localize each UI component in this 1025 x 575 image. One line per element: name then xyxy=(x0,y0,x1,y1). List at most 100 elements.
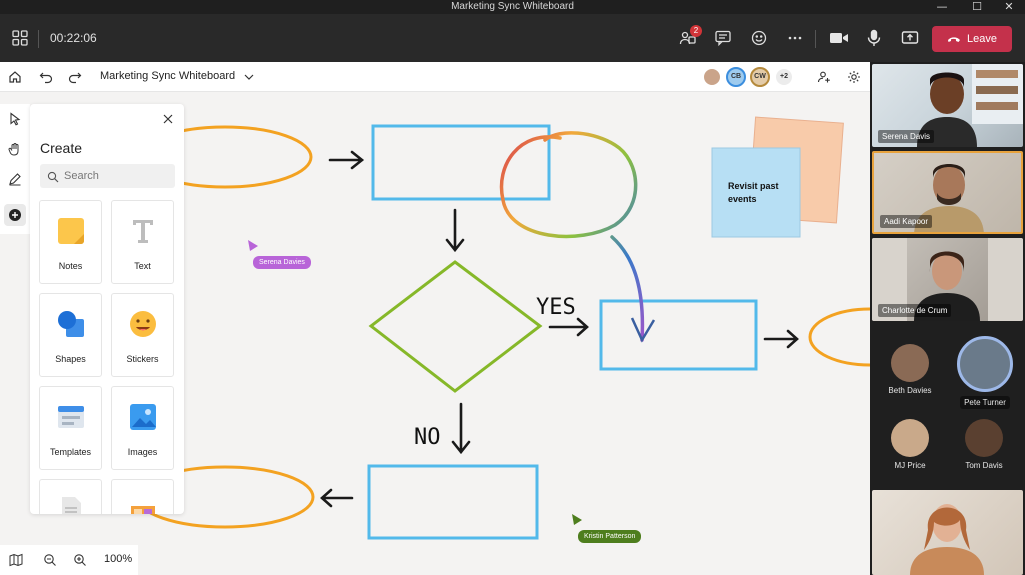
settings-icon[interactable] xyxy=(845,68,863,86)
shapes-icon xyxy=(58,311,84,337)
participants-pane: Serena Davis Aadi Kapoor Charlotte de Cr… xyxy=(870,62,1025,575)
zoom-in-icon[interactable] xyxy=(72,552,88,568)
pen-tool-icon[interactable] xyxy=(6,170,24,188)
no-label: NO xyxy=(414,425,441,450)
tile-notes[interactable]: Notes xyxy=(39,200,102,284)
invite-people-icon[interactable] xyxy=(815,68,833,86)
search-icon xyxy=(47,170,59,188)
participants-icon[interactable] xyxy=(676,26,700,50)
sticky-note-icon xyxy=(58,218,84,244)
share-screen-icon[interactable] xyxy=(898,26,922,50)
arrow xyxy=(451,402,471,455)
pan-tool-icon[interactable] xyxy=(6,140,24,158)
arrow xyxy=(328,150,365,170)
avatar[interactable]: CW xyxy=(750,67,770,87)
tile-stickers[interactable]: Stickers xyxy=(111,293,174,377)
cursor-label: Serena Davies xyxy=(253,256,311,269)
close-icon[interactable] xyxy=(162,112,174,130)
whiteboard-toolbar: Marketing Sync Whiteboard CB CW +2 xyxy=(0,62,870,92)
cursor-icon xyxy=(248,240,258,251)
yes-label: YES xyxy=(536,295,576,320)
avatar[interactable]: CB xyxy=(726,67,746,87)
tile-label: Stickers xyxy=(126,354,159,364)
tile-label: Images xyxy=(127,447,158,457)
camera-icon[interactable] xyxy=(827,26,851,50)
arrow xyxy=(548,317,589,337)
participant-name: MJ Price xyxy=(894,461,926,470)
grid-view-icon[interactable] xyxy=(8,26,32,50)
tile-grid-template[interactable] xyxy=(111,479,174,514)
redo-icon[interactable] xyxy=(66,68,84,86)
leave-button[interactable]: Leave xyxy=(932,26,1012,52)
more-participants-count[interactable]: +2 xyxy=(774,67,794,87)
arrow xyxy=(763,329,799,349)
map-icon[interactable] xyxy=(8,552,24,568)
tile-text[interactable]: Text xyxy=(111,200,174,284)
whiteboard-title[interactable]: Marketing Sync Whiteboard xyxy=(100,70,236,82)
avatar xyxy=(957,336,1013,392)
close-window-button[interactable]: ✕ xyxy=(1004,0,1014,13)
hang-up-icon xyxy=(948,37,960,42)
process-box xyxy=(367,464,539,540)
tool-rail xyxy=(0,104,30,234)
participant-name: Pete Turner xyxy=(960,396,1010,409)
person-video-icon xyxy=(872,238,1023,321)
participant-name: Aadi Kapoor xyxy=(880,215,933,228)
window-title: Marketing Sync Whiteboard xyxy=(451,1,574,12)
home-icon[interactable] xyxy=(6,68,24,86)
leave-label: Leave xyxy=(967,33,997,45)
meeting-toolbar: 00:22:06 2 Leave xyxy=(0,14,1025,62)
tile-label: Shapes xyxy=(55,354,86,364)
cursor-icon xyxy=(572,514,582,525)
tile-document[interactable] xyxy=(39,479,102,514)
cursor-label: Kristin Patterson xyxy=(578,530,642,543)
create-panel: Create Search Notes Text Shapes Stickers… xyxy=(30,104,184,514)
arrow xyxy=(445,208,465,253)
tile-templates[interactable]: Templates xyxy=(39,386,102,470)
participant-avatar[interactable]: Beth Davies xyxy=(880,344,940,395)
arrow xyxy=(320,488,354,508)
maximize-button[interactable]: ☐ xyxy=(972,0,982,13)
more-options-icon[interactable] xyxy=(783,26,807,50)
undo-icon[interactable] xyxy=(37,68,55,86)
zoom-bar: 100% xyxy=(0,545,138,575)
image-icon xyxy=(130,404,156,430)
sticky-note-text[interactable]: Revisit past events xyxy=(728,181,779,204)
avatar xyxy=(891,419,929,457)
zoom-out-icon[interactable] xyxy=(42,552,58,568)
video-tile[interactable]: Serena Davis xyxy=(872,64,1023,147)
chevron-down-icon[interactable] xyxy=(240,68,258,86)
rainbow-connector xyxy=(499,131,645,342)
select-tool-icon[interactable] xyxy=(6,110,24,128)
search-input[interactable]: Search xyxy=(40,164,175,188)
participant-avatar[interactable]: Tom Davis xyxy=(954,419,1014,470)
video-tile-active-speaker[interactable]: Aadi Kapoor xyxy=(872,151,1023,234)
person-video-icon xyxy=(917,64,1023,147)
participant-name: Charlotte de Crum xyxy=(878,304,952,317)
ellipse-shape xyxy=(808,307,870,367)
sticky-note xyxy=(711,147,801,238)
templates-icon xyxy=(58,406,84,428)
video-tile[interactable] xyxy=(872,490,1023,575)
text-icon xyxy=(133,220,153,243)
canvas-drawing xyxy=(135,116,870,540)
video-tile[interactable]: Charlotte de Crum xyxy=(872,238,1023,321)
participant-avatar[interactable]: MJ Price xyxy=(880,419,940,470)
minimize-button[interactable]: — xyxy=(936,0,948,13)
chat-icon[interactable] xyxy=(711,26,735,50)
person-video-icon xyxy=(910,504,984,575)
microphone-icon[interactable] xyxy=(862,26,886,50)
rainbow-arrowhead xyxy=(630,317,656,343)
divider xyxy=(38,30,39,48)
add-tool-icon[interactable] xyxy=(4,204,26,226)
zoom-level[interactable]: 100% xyxy=(104,553,133,565)
panel-heading: Create xyxy=(40,140,83,156)
avatar[interactable] xyxy=(702,67,722,87)
participant-name: Serena Davis xyxy=(878,130,935,143)
reactions-icon[interactable] xyxy=(747,26,771,50)
participant-avatar-speaking[interactable]: Pete Turner xyxy=(952,336,1018,410)
tile-shapes[interactable]: Shapes xyxy=(39,293,102,377)
grid-template-icon xyxy=(131,506,155,514)
tile-images[interactable]: Images xyxy=(111,386,174,470)
tile-label: Notes xyxy=(58,261,83,271)
